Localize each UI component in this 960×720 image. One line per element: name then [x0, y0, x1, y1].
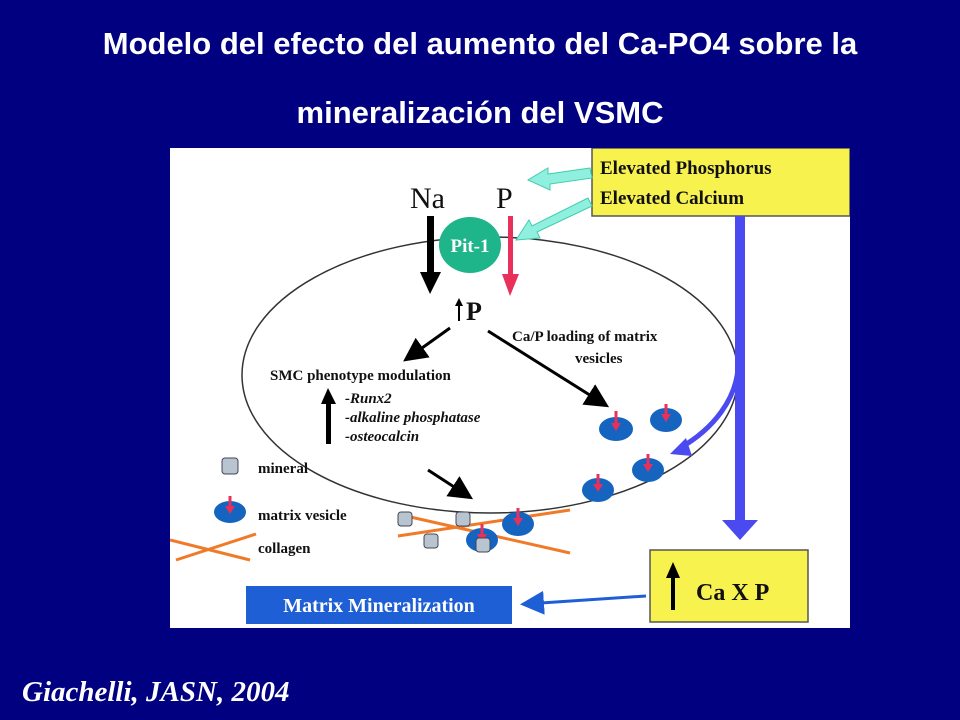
matrix-vesicle-4 [582, 474, 614, 502]
legend-mineral-icon [221, 457, 239, 475]
arrow-p-to-loading [487, 329, 610, 408]
elevated-input-box [591, 147, 851, 217]
blue-arrow-main-head [722, 520, 758, 540]
pit1-transporter [439, 217, 501, 273]
mineral-crystals [397, 511, 491, 553]
diagram-panel: Elevated Phosphorus Elevated Calcium Na … [169, 147, 851, 628]
matrix-vesicle-3 [632, 454, 664, 482]
matrix-vesicle-1 [599, 411, 633, 441]
p-arrow-head [502, 274, 519, 296]
legend-vesicle-icon [214, 496, 246, 523]
arrow-phenotype-to-matrix [427, 468, 474, 500]
up-arrow-small-head [455, 298, 463, 306]
arrow-caxp-to-mineralization [520, 590, 647, 615]
arrow-p-to-phenotype [403, 326, 451, 362]
slide-title-line-1: Modelo del efecto del aumento del Ca-PO4… [102, 26, 858, 61]
matrix-vesicle-5 [502, 508, 534, 536]
phenotype-item-alp: -alkaline phosphatase [345, 410, 481, 426]
phenotype-title: SMC phenotype modulation [270, 368, 452, 384]
citation: Giachelli, JASN, 2004 [22, 676, 290, 708]
phenotype-up-arrow-head [321, 388, 336, 404]
slide-title-line-2: mineralización del VSMC [296, 95, 664, 130]
phenotype-item-osteocalcin: -osteocalcin [345, 429, 419, 445]
na-arrow-head [420, 272, 441, 294]
legend-mineral-label: mineral [258, 461, 308, 477]
matrix-vesicle-2 [650, 404, 682, 432]
na-arrow-shaft [427, 216, 434, 276]
legend-vesicle-label: matrix vesicle [258, 508, 347, 524]
matrix-mineralization-label: Matrix Mineralization [283, 595, 475, 617]
matrix-mineralization-box [246, 586, 512, 624]
up-arrow-small [458, 303, 460, 321]
caxp-box [649, 549, 809, 623]
elevated-phosphorus-label: Elevated Phosphorus [600, 158, 772, 179]
cyan-arrow-to-na [526, 167, 593, 191]
intracellular-p-label: P [466, 297, 482, 326]
na-label: Na [410, 182, 445, 215]
pit1-label: Pit-1 [450, 236, 489, 257]
blue-arrow-curve-head [670, 438, 692, 456]
caxp-up-arrow-head [666, 562, 680, 578]
loading-text-line-1: Ca/P loading of matrix [512, 329, 658, 345]
phenotype-up-arrow-shaft [326, 400, 331, 444]
loading-text-line-2: vesicles [575, 351, 623, 367]
mineralization-diagram: Elevated Phosphorus Elevated Calcium Na … [169, 147, 851, 624]
legend-collagen-label: collagen [258, 541, 311, 557]
p-label: P [496, 182, 513, 215]
elevated-calcium-label: Elevated Calcium [600, 188, 744, 209]
caxp-up-arrow-shaft [671, 574, 675, 610]
cyan-arrow-to-pit1 [515, 197, 593, 241]
p-arrow-shaft [508, 216, 513, 278]
blue-arrow-curve [678, 367, 741, 451]
phenotype-item-runx2: -Runx2 [345, 391, 392, 407]
caxp-label: Ca X P [696, 580, 769, 606]
